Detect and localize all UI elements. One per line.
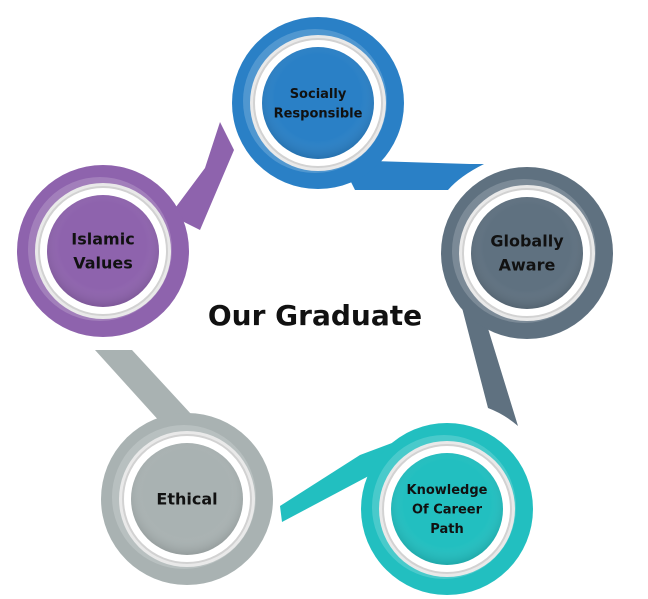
node-layer: SociallyResponsibleGloballyAwareKnowledg…	[17, 17, 613, 595]
tail-globally-aware	[460, 300, 518, 426]
center-title: Our Graduate	[208, 299, 422, 332]
inner-shade	[471, 197, 583, 309]
inner-shade	[391, 453, 503, 565]
node-label-line: Socially	[290, 87, 347, 102]
node-label-line: Islamic	[71, 230, 134, 249]
inner-shade	[47, 195, 159, 307]
node-label-line: Ethical	[156, 490, 217, 509]
tail-knowledge-of-career-path	[280, 440, 400, 522]
node-label-line: Knowledge	[407, 483, 488, 498]
node-label-line: Responsible	[274, 106, 363, 121]
node-label-line: Values	[73, 254, 133, 273]
tail-socially-responsible	[340, 160, 484, 190]
node-label-line: Path	[430, 522, 463, 537]
node-ethical: Ethical	[101, 413, 273, 585]
inner-shade	[262, 47, 374, 159]
node-label-line: Globally	[490, 232, 564, 251]
inner-shade	[131, 443, 243, 555]
tail-islamic-values	[170, 122, 234, 230]
node-label-line: Aware	[499, 256, 556, 275]
node-label-line: Of Career	[412, 503, 483, 518]
